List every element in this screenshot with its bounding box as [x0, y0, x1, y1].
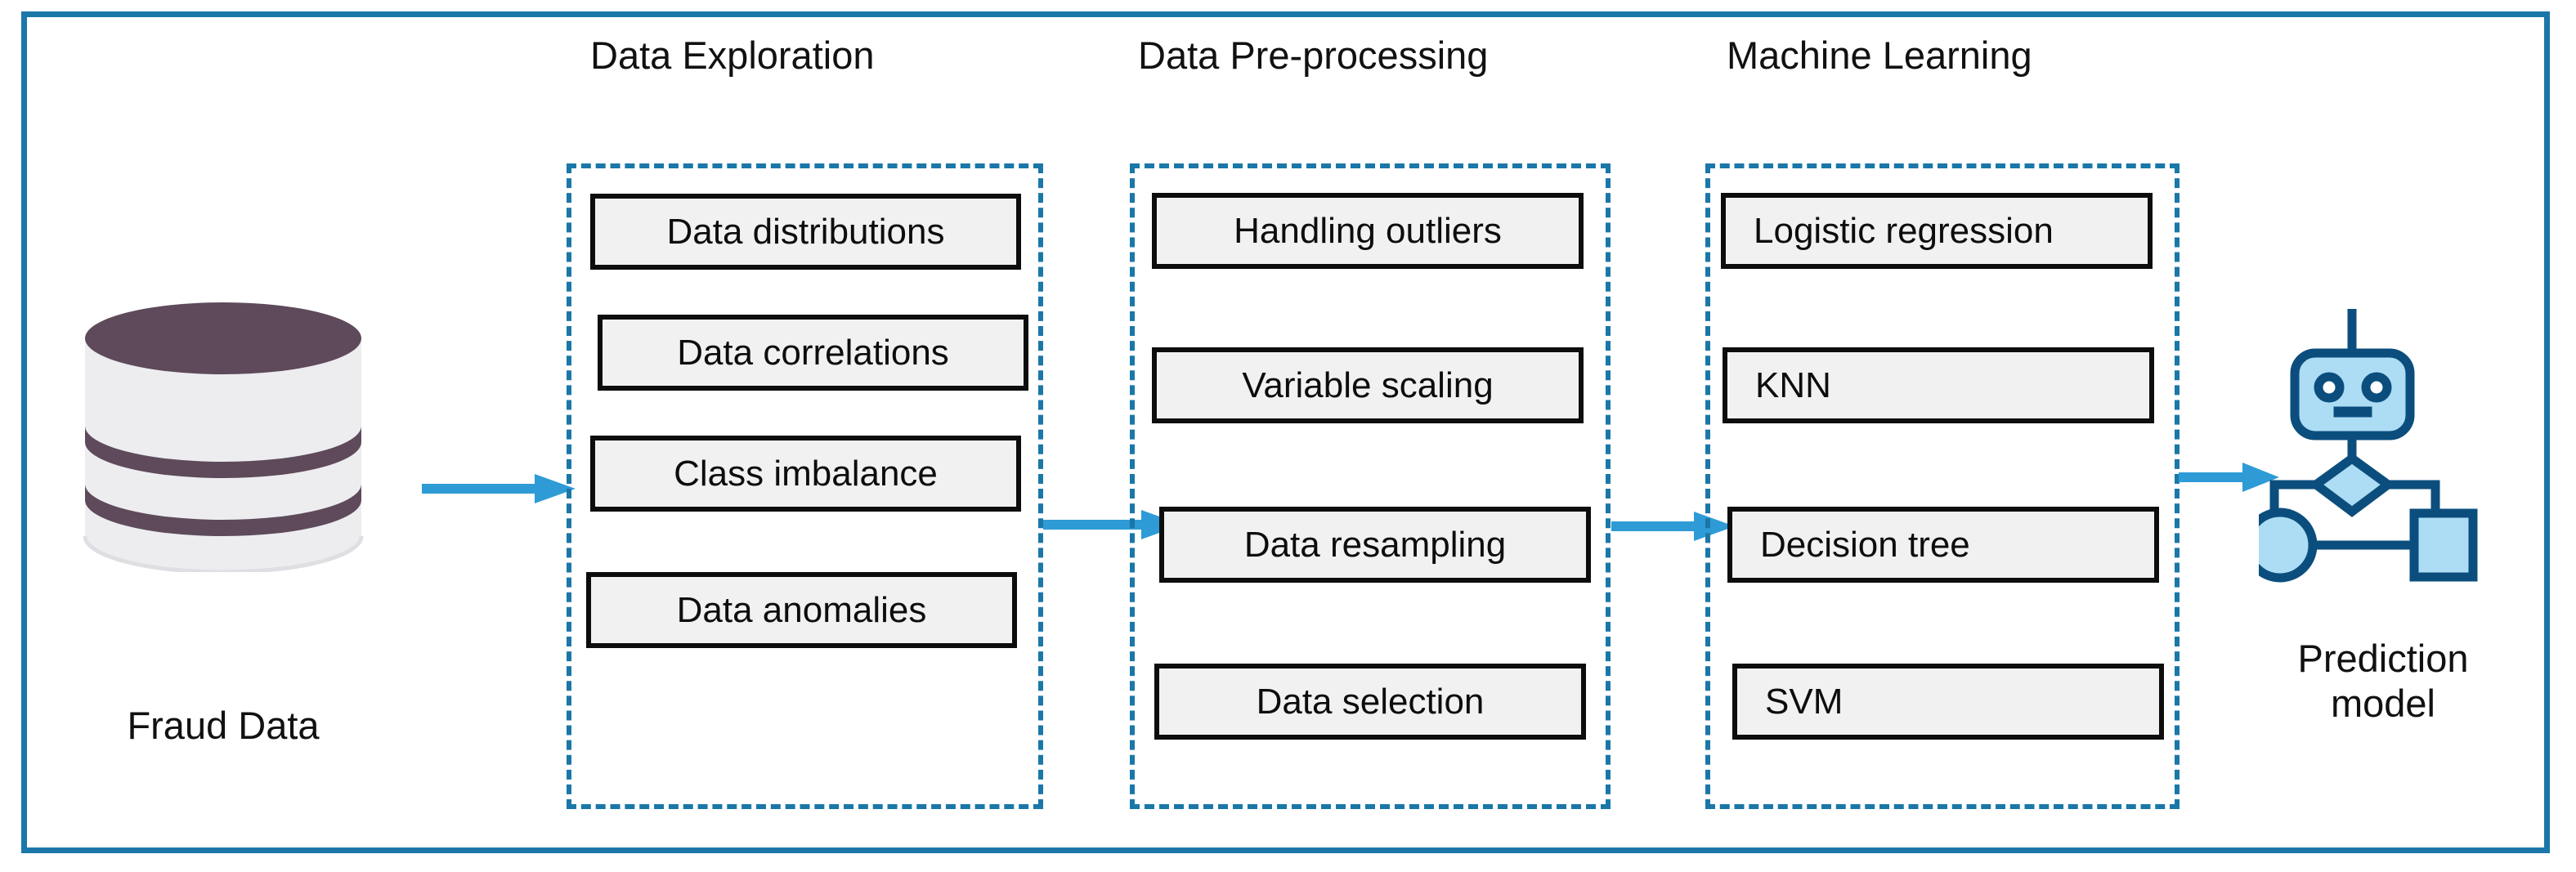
item-logistic-regression[interactable]: Logistic regression	[1721, 193, 2153, 269]
output-label: Prediction model	[2236, 636, 2530, 727]
item-svm[interactable]: SVM	[1732, 664, 2164, 740]
arrow-preprocessing-to-ml	[1611, 510, 1736, 543]
item-data-correlations[interactable]: Data correlations	[598, 315, 1028, 391]
item-handling-outliers[interactable]: Handling outliers	[1152, 193, 1584, 269]
item-data-resampling[interactable]: Data resampling	[1159, 507, 1591, 583]
output-label-line2: model	[2330, 682, 2435, 726]
arrow-ml-to-prediction	[2179, 461, 2281, 494]
item-variable-scaling[interactable]: Variable scaling	[1152, 347, 1584, 423]
source-label: Fraud Data	[127, 704, 320, 747]
item-data-anomalies[interactable]: Data anomalies	[586, 572, 1017, 648]
output-label-line1: Prediction	[2297, 637, 2469, 680]
item-data-selection[interactable]: Data selection	[1154, 664, 1586, 740]
item-decision-tree[interactable]: Decision tree	[1727, 507, 2159, 583]
database-cylinder-icon	[80, 302, 366, 575]
stage-container-data-preprocessing	[1130, 163, 1611, 809]
stage-container-machine-learning	[1705, 163, 2180, 809]
arrow-source-to-exploration	[422, 472, 577, 505]
stage-container-data-exploration	[567, 163, 1043, 809]
item-data-distributions[interactable]: Data distributions	[590, 194, 1021, 270]
stage-title-data-exploration: Data Exploration	[590, 34, 875, 77]
stage-title-machine-learning: Machine Learning	[1727, 34, 2032, 77]
stage-title-data-preprocessing: Data Pre-processing	[1138, 34, 1489, 77]
arrow-exploration-to-preprocessing	[1043, 508, 1184, 541]
robot-flowchart-icon	[2242, 307, 2512, 597]
item-class-imbalance[interactable]: Class imbalance	[590, 436, 1021, 512]
item-knn[interactable]: KNN	[1723, 347, 2154, 423]
